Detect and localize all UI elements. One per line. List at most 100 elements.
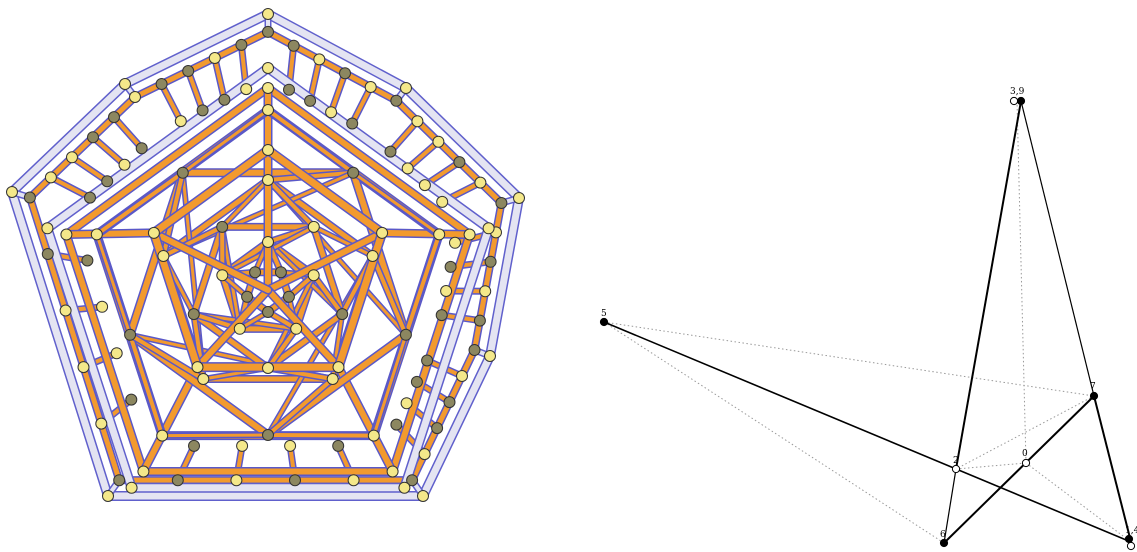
vertex-node-70 bbox=[400, 329, 411, 340]
vertex-node-28 bbox=[432, 423, 443, 434]
vertex-node-40 bbox=[96, 418, 107, 429]
cell-spoke-1-1-fill bbox=[406, 234, 439, 334]
vertex-node-62 bbox=[236, 39, 247, 50]
vertex-node-69 bbox=[348, 167, 359, 178]
cell-diag-1-3-fill bbox=[97, 234, 130, 334]
vertex-node-24 bbox=[457, 371, 468, 382]
vertex-node-46 bbox=[42, 249, 53, 260]
vertex-node-64 bbox=[263, 105, 274, 116]
vertex-labels: 5 3,9 7 2 0 6 1,4 bbox=[601, 87, 1137, 540]
graph-vertices bbox=[600, 97, 1134, 549]
edge-dotted-5-6 bbox=[604, 322, 944, 543]
frame-link-4-fill bbox=[66, 233, 153, 235]
vertex-node-79 bbox=[308, 221, 319, 232]
vertex-node-122 bbox=[387, 466, 398, 477]
vertex-node-43 bbox=[111, 348, 122, 359]
vertex-node-85 bbox=[308, 270, 319, 281]
vertex-node-87 bbox=[234, 323, 245, 334]
vertex-node-22 bbox=[474, 315, 485, 326]
vertex-node-57 bbox=[175, 116, 186, 127]
vertex-node-103 bbox=[418, 491, 429, 502]
vertex-node-114 bbox=[130, 92, 141, 103]
vertex-node-119 bbox=[42, 223, 53, 234]
cell-spoke-2-1-fill bbox=[373, 256, 406, 335]
cell-spoke-2-2-fill bbox=[268, 379, 333, 435]
vertex-node-35 bbox=[285, 440, 296, 451]
edge-7-14 bbox=[1094, 396, 1131, 542]
vertex-node-92 bbox=[242, 291, 253, 302]
vertex-node-68 bbox=[91, 229, 102, 240]
vertex-node-7 bbox=[347, 118, 358, 129]
vertex-node-2 bbox=[314, 54, 325, 65]
vertex-7-dot bbox=[1090, 392, 1097, 399]
vertex-node-102 bbox=[485, 351, 496, 362]
vertex-node-116 bbox=[483, 223, 494, 234]
vertex-node-6 bbox=[365, 82, 376, 93]
vertex-node-11 bbox=[402, 163, 413, 174]
outer2-bar-5-fill bbox=[30, 197, 119, 480]
vertex-node-54 bbox=[109, 112, 120, 123]
vertex-node-23 bbox=[436, 310, 447, 321]
vertex-node-89 bbox=[275, 267, 286, 278]
vertex-node-53 bbox=[119, 159, 130, 170]
lattice-0-8-fill bbox=[352, 87, 370, 124]
vertex-node-52 bbox=[88, 132, 99, 143]
vertex-node-3 bbox=[305, 95, 316, 106]
frame-link-1-fill bbox=[382, 233, 469, 235]
vertex-node-15 bbox=[437, 196, 448, 207]
cell-diag-1-2-fill bbox=[162, 435, 268, 436]
vertex-node-45 bbox=[97, 301, 108, 312]
vertex-node-38 bbox=[172, 475, 183, 486]
vertex-node-10 bbox=[433, 136, 444, 147]
vertex-node-78 bbox=[158, 251, 169, 262]
vertex-node-90 bbox=[283, 291, 294, 302]
lattice-0-6-fill bbox=[331, 73, 345, 112]
vertex-node-55 bbox=[136, 143, 147, 154]
vertex-node-18 bbox=[485, 256, 496, 267]
vertex-node-26 bbox=[444, 397, 455, 408]
vertex-node-27 bbox=[411, 376, 422, 387]
vertex-1-dot bbox=[1125, 535, 1132, 542]
vertex-label-39: 3,9 bbox=[1010, 87, 1025, 97]
vertex-6-dot bbox=[940, 539, 947, 546]
vertex-node-12 bbox=[454, 157, 465, 168]
vertex-node-99 bbox=[263, 9, 274, 20]
vertex-node-5 bbox=[326, 107, 337, 118]
vertex-node-34 bbox=[290, 475, 301, 486]
dotted-edges bbox=[604, 101, 1131, 543]
vertex-node-77 bbox=[198, 374, 209, 385]
vertex-node-96 bbox=[333, 362, 344, 373]
vertex-node-84 bbox=[263, 237, 274, 248]
cell-spoke-1-2-fill bbox=[268, 435, 374, 436]
lattice-6-4-fill bbox=[72, 157, 107, 181]
vertex-node-25 bbox=[422, 355, 433, 366]
vertex-node-74 bbox=[263, 175, 274, 186]
vertex-4-dot bbox=[1127, 542, 1134, 549]
vertex-node-104 bbox=[103, 491, 114, 502]
vertex-node-80 bbox=[337, 309, 348, 320]
vertex-node-61 bbox=[219, 94, 230, 105]
vertex-node-60 bbox=[209, 53, 220, 64]
vertex-node-109 bbox=[496, 198, 507, 209]
vertex-node-98 bbox=[148, 227, 159, 238]
vertex-node-49 bbox=[85, 192, 96, 203]
vertex-5-dot bbox=[600, 318, 607, 325]
vertex-node-117 bbox=[399, 482, 410, 493]
vertex-node-123 bbox=[138, 466, 149, 477]
edge-7-6 bbox=[944, 396, 1094, 543]
vertex-node-59 bbox=[197, 105, 208, 116]
vertex-node-105 bbox=[7, 187, 18, 198]
vertex-9-dot bbox=[1017, 97, 1024, 104]
vertex-node-19 bbox=[445, 261, 456, 272]
vertex-node-17 bbox=[450, 237, 461, 248]
vertex-node-82 bbox=[188, 309, 199, 320]
vertex-node-121 bbox=[464, 229, 475, 240]
vertex-node-1 bbox=[284, 84, 295, 95]
lattice-6-2-fill bbox=[51, 177, 90, 197]
vertex-node-4 bbox=[340, 68, 351, 79]
vertex-node-14 bbox=[475, 177, 486, 188]
vertex-label-7: 7 bbox=[1090, 382, 1096, 392]
vertex-node-0 bbox=[288, 40, 299, 51]
vertex-node-73 bbox=[177, 167, 188, 178]
vertex-node-20 bbox=[480, 286, 491, 297]
